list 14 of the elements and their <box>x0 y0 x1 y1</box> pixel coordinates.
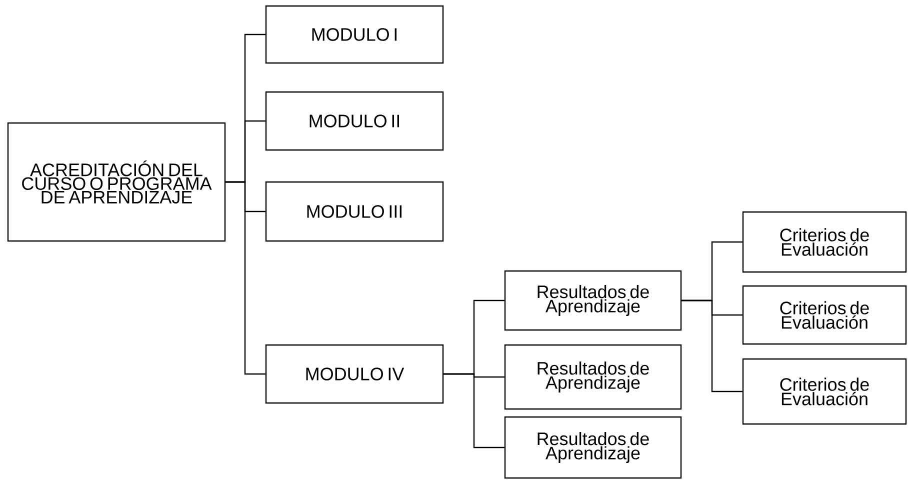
connector-line <box>226 181 266 375</box>
text-box: Resultados de Aprendizaje <box>504 416 682 479</box>
text-box: Criterios de Evaluación <box>742 211 907 273</box>
connector-line <box>444 373 504 448</box>
text-box: ACREDITACIÓN DEL CURSO O PROGRAMA DE APRENDIZAJE <box>7 122 226 242</box>
text-box: Criterios de Evaluación <box>742 358 907 425</box>
text-box: Resultados de Aprendizaje <box>504 344 682 410</box>
text-box: MODULO III <box>265 181 444 242</box>
connector-line <box>682 300 742 392</box>
text-box: MODULO I <box>265 5 444 64</box>
text-box: Criterios de Evaluación <box>742 285 907 345</box>
text-box: MODULO IV <box>265 344 444 404</box>
text-box: Resultados de Aprendizaje <box>504 270 682 331</box>
text-box: MODULO II <box>265 91 444 151</box>
